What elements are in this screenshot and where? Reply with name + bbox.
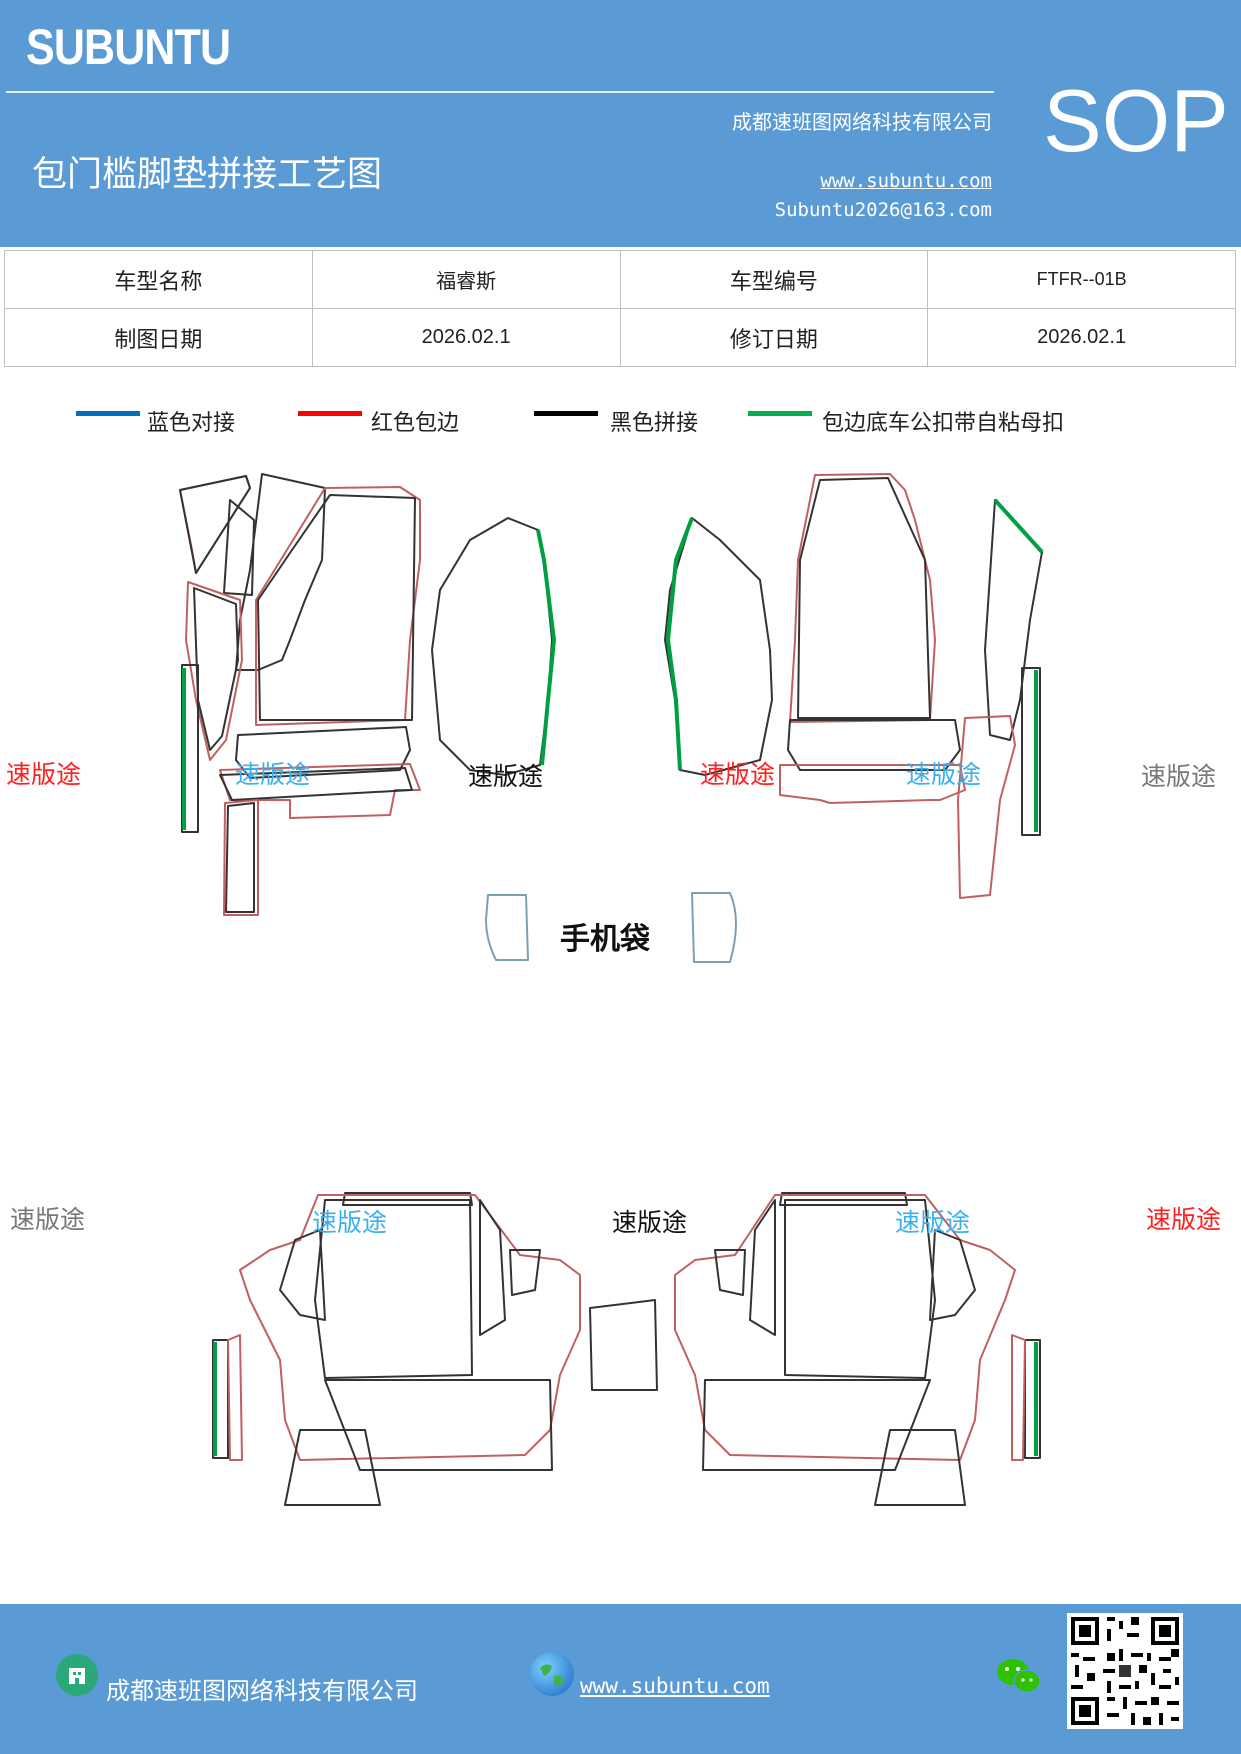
watermark-text: 速版途 (1141, 762, 1217, 791)
header-company: 成都速班图网络科技有限公司 (732, 110, 992, 134)
watermark-text: 速版途 (468, 762, 544, 791)
table-row: 制图日期 2026.02.1 修订日期 2026.02.1 (4, 308, 1236, 367)
revise-date-label: 修订日期 (619, 308, 929, 367)
model-code-value: FTFR--01B (927, 250, 1236, 309)
table-row: 车型名称 福睿斯 车型编号 FTFR--01B (4, 250, 1236, 309)
draw-date-label: 制图日期 (4, 308, 313, 367)
brand-logo: SUBUNTU (26, 19, 231, 75)
front-left-mat-group (179, 473, 556, 916)
footer-company: 成都速班图网络科技有限公司 (106, 1677, 418, 1705)
watermark-text: 速版途 (895, 1208, 971, 1237)
model-code-label: 车型编号 (619, 250, 929, 309)
building-icon (56, 1654, 98, 1696)
watermark-text: 速版途 (1146, 1205, 1222, 1234)
rear-right-mat-group (674, 1192, 1041, 1506)
header-banner: SUBUNTU 包门槛脚垫拼接工艺图 成都速班图网络科技有限公司 www.sub… (0, 0, 1241, 247)
document-title: 包门槛脚垫拼接工艺图 (32, 155, 383, 195)
watermark-text: 速版途 (612, 1208, 688, 1237)
legend-swatch-green (748, 411, 812, 416)
legend-swatch-red (298, 411, 362, 416)
model-name-label: 车型名称 (4, 250, 313, 309)
header-website-link[interactable]: www.subuntu.com (820, 170, 992, 192)
legend-label-green: 包边底车公扣带自粘母扣 (822, 411, 1065, 436)
watermark-text: 速版途 (700, 760, 776, 789)
draw-date-value: 2026.02.1 (311, 308, 621, 367)
rear-left-mat-group (212, 1192, 658, 1506)
sop-badge: SOP (1043, 71, 1229, 170)
vehicle-info-table: 车型名称 福睿斯 车型编号 FTFR--01B 制图日期 2026.02.1 修… (4, 250, 1236, 367)
legend-label-red: 红色包边 (371, 411, 460, 436)
header-email: Subuntu2026@163.com (774, 199, 992, 221)
qr-code (1067, 1613, 1183, 1729)
front-right-mat-group (664, 473, 1044, 899)
footer-website-link[interactable]: www.subuntu.com (580, 1674, 770, 1698)
watermark-text: 速版途 (312, 1208, 388, 1237)
legend-label-black: 黑色拼接 (610, 411, 699, 436)
watermark-text: 速版途 (906, 760, 982, 789)
revise-date-value: 2026.02.1 (927, 308, 1236, 367)
legend-swatch-black (534, 411, 598, 416)
phone-pocket-shapes (485, 892, 737, 963)
watermark-text: 速版途 (10, 1205, 86, 1234)
phone-pocket-label: 手机袋 (560, 922, 650, 957)
globe-icon (530, 1652, 574, 1696)
header-divider (6, 91, 994, 93)
watermark-text: 速版途 (6, 760, 82, 789)
footer-banner (0, 1604, 1241, 1754)
watermark-text: 速版途 (235, 760, 311, 789)
model-name-value: 福睿斯 (311, 250, 621, 309)
legend-label-blue: 蓝色对接 (147, 411, 236, 436)
wechat-icon[interactable] (996, 1656, 1042, 1696)
legend-swatch-blue (76, 411, 140, 416)
